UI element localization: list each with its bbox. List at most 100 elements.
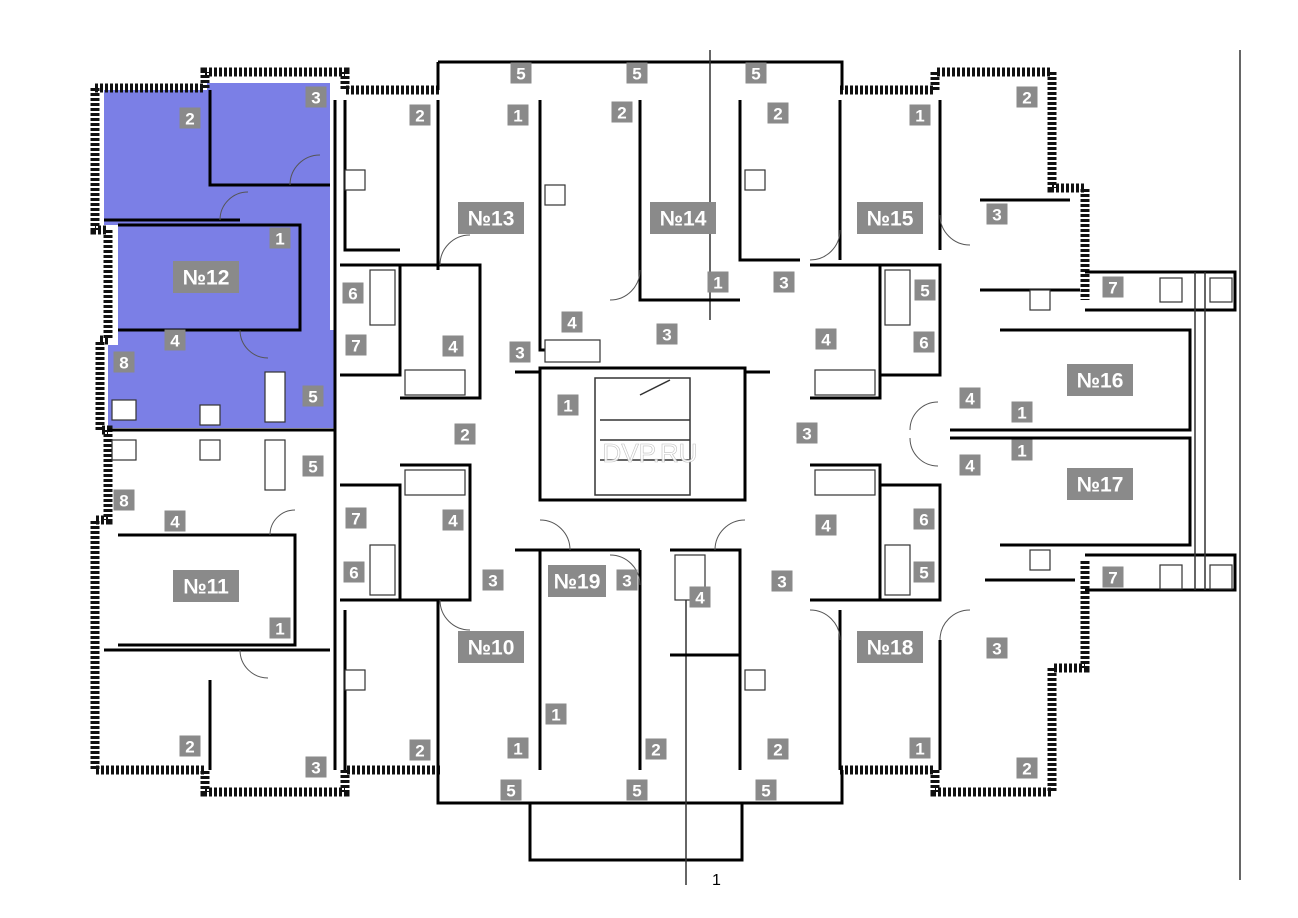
room-label-8: 8 <box>113 351 135 373</box>
room-label-3: 3 <box>616 569 638 591</box>
room-label-3-text: 3 <box>777 573 786 592</box>
apartment-label-15-box <box>857 202 923 234</box>
room-label-3: 3 <box>305 86 327 108</box>
room-label-4: 4 <box>959 387 981 409</box>
room-label-5-text: 5 <box>308 458 317 477</box>
room-label-2: 2 <box>179 107 201 129</box>
apartment-label-16-box <box>1067 364 1133 396</box>
room-label-1: 1 <box>269 227 291 249</box>
room-label-3-box <box>796 422 818 444</box>
apartment-label-13-box <box>458 202 524 234</box>
room-label-4: 4 <box>442 335 464 357</box>
room-label-4: 4 <box>164 510 186 532</box>
apartment-label-10[interactable]: №10 <box>458 631 524 663</box>
apartment-label-15-text: №15 <box>867 208 914 231</box>
apartment-label-18[interactable]: №18 <box>857 631 923 663</box>
room-label-1-box <box>707 271 729 293</box>
door-swings <box>219 154 971 679</box>
room-label-4-text: 4 <box>567 314 577 333</box>
room-label-1: 1 <box>909 737 931 759</box>
room-label-2-box <box>767 102 789 124</box>
room-label-2-box <box>179 107 201 129</box>
apartment-label-15[interactable]: №15 <box>857 202 923 234</box>
apartment-label-18-text: №18 <box>867 637 914 660</box>
room-label-1: 1 <box>1011 401 1033 423</box>
room-label-2-box <box>1016 86 1038 108</box>
apartment-label-11[interactable]: №11 <box>173 570 239 602</box>
room-label-4-text: 4 <box>821 517 831 536</box>
apartment-label-13[interactable]: №13 <box>458 202 524 234</box>
outer-walls <box>90 50 1241 885</box>
apartment-label-16-text: №16 <box>1077 370 1124 393</box>
apartment-label-10-box <box>458 631 524 663</box>
apartment-label-14[interactable]: №14 <box>650 202 716 234</box>
room-label-1-text: 1 <box>513 107 522 126</box>
room-label-2-text: 2 <box>1022 89 1031 108</box>
room-label-3-box <box>305 756 327 778</box>
room-label-5: 5 <box>913 561 935 583</box>
apartment-12-highlight[interactable] <box>104 83 335 428</box>
room-label-2-text: 2 <box>185 738 194 757</box>
room-label-3-text: 3 <box>311 89 320 108</box>
room-label-5-box <box>510 62 532 84</box>
room-label-1-box <box>1011 401 1033 423</box>
apartment-label-11-box <box>173 570 239 602</box>
room-label-4-box <box>815 328 837 350</box>
room-label-5-box <box>626 779 648 801</box>
apartment-label-19[interactable]: №19 <box>548 565 606 597</box>
room-label-3-text: 3 <box>515 344 524 363</box>
room-label-8-box <box>113 351 135 373</box>
room-label-4: 4 <box>561 311 583 333</box>
room-label-4-text: 4 <box>965 390 975 409</box>
room-label-2-box <box>645 738 667 760</box>
room-label-7-box <box>345 334 367 356</box>
axis-mark: 1 <box>712 872 721 889</box>
room-label-2-box <box>1016 757 1038 779</box>
room-label-4: 4 <box>164 329 186 351</box>
room-label-4-box <box>442 335 464 357</box>
apartment-label-12[interactable]: №12 <box>173 261 239 293</box>
room-label-1: 1 <box>507 104 529 126</box>
apartment-label-17-text: №17 <box>1077 474 1124 497</box>
room-label-7-text: 7 <box>351 337 360 356</box>
room-label-2: 2 <box>611 101 633 123</box>
room-label-5-box <box>500 779 522 801</box>
room-label-1: 1 <box>909 104 931 126</box>
room-label-1-box <box>507 737 529 759</box>
room-label-4-text: 4 <box>448 338 458 357</box>
apartment-label-14-text: №14 <box>660 208 707 231</box>
room-label-2-text: 2 <box>773 105 782 124</box>
apartment-label-12-box <box>173 261 239 293</box>
room-label-7-box <box>345 507 367 529</box>
room-label-5: 5 <box>500 779 522 801</box>
room-label-3-text: 3 <box>622 572 631 591</box>
room-label-8-text: 8 <box>119 492 128 511</box>
room-label-7: 7 <box>1102 276 1124 298</box>
room-label-4-box <box>815 514 837 536</box>
room-label-2-text: 2 <box>773 741 782 760</box>
room-label-4-text: 4 <box>821 331 831 350</box>
room-label-6-text: 6 <box>348 285 357 304</box>
room-label-4-box <box>959 454 981 476</box>
room-label-7: 7 <box>345 334 367 356</box>
interior-walls <box>104 90 1192 770</box>
room-label-3-text: 3 <box>311 759 320 778</box>
room-label-5: 5 <box>745 62 767 84</box>
room-label-1-box <box>269 227 291 249</box>
room-label-4: 4 <box>959 454 981 476</box>
room-label-8: 8 <box>113 489 135 511</box>
room-label-1-box <box>909 104 931 126</box>
apartment-label-16[interactable]: №16 <box>1067 364 1133 396</box>
room-label-1-text: 1 <box>1017 442 1026 461</box>
room-label-4-text: 4 <box>965 457 975 476</box>
room-label-3: 3 <box>509 341 531 363</box>
room-label-1: 1 <box>557 394 579 416</box>
room-label-4-box <box>164 510 186 532</box>
room-label-5-box <box>302 385 324 407</box>
apartment-label-17[interactable]: №17 <box>1067 468 1133 500</box>
room-label-4: 4 <box>815 328 837 350</box>
room-label-6-box <box>913 508 935 530</box>
room-label-4-box <box>959 387 981 409</box>
room-label-8-text: 8 <box>119 354 128 373</box>
room-label-5: 5 <box>914 279 936 301</box>
